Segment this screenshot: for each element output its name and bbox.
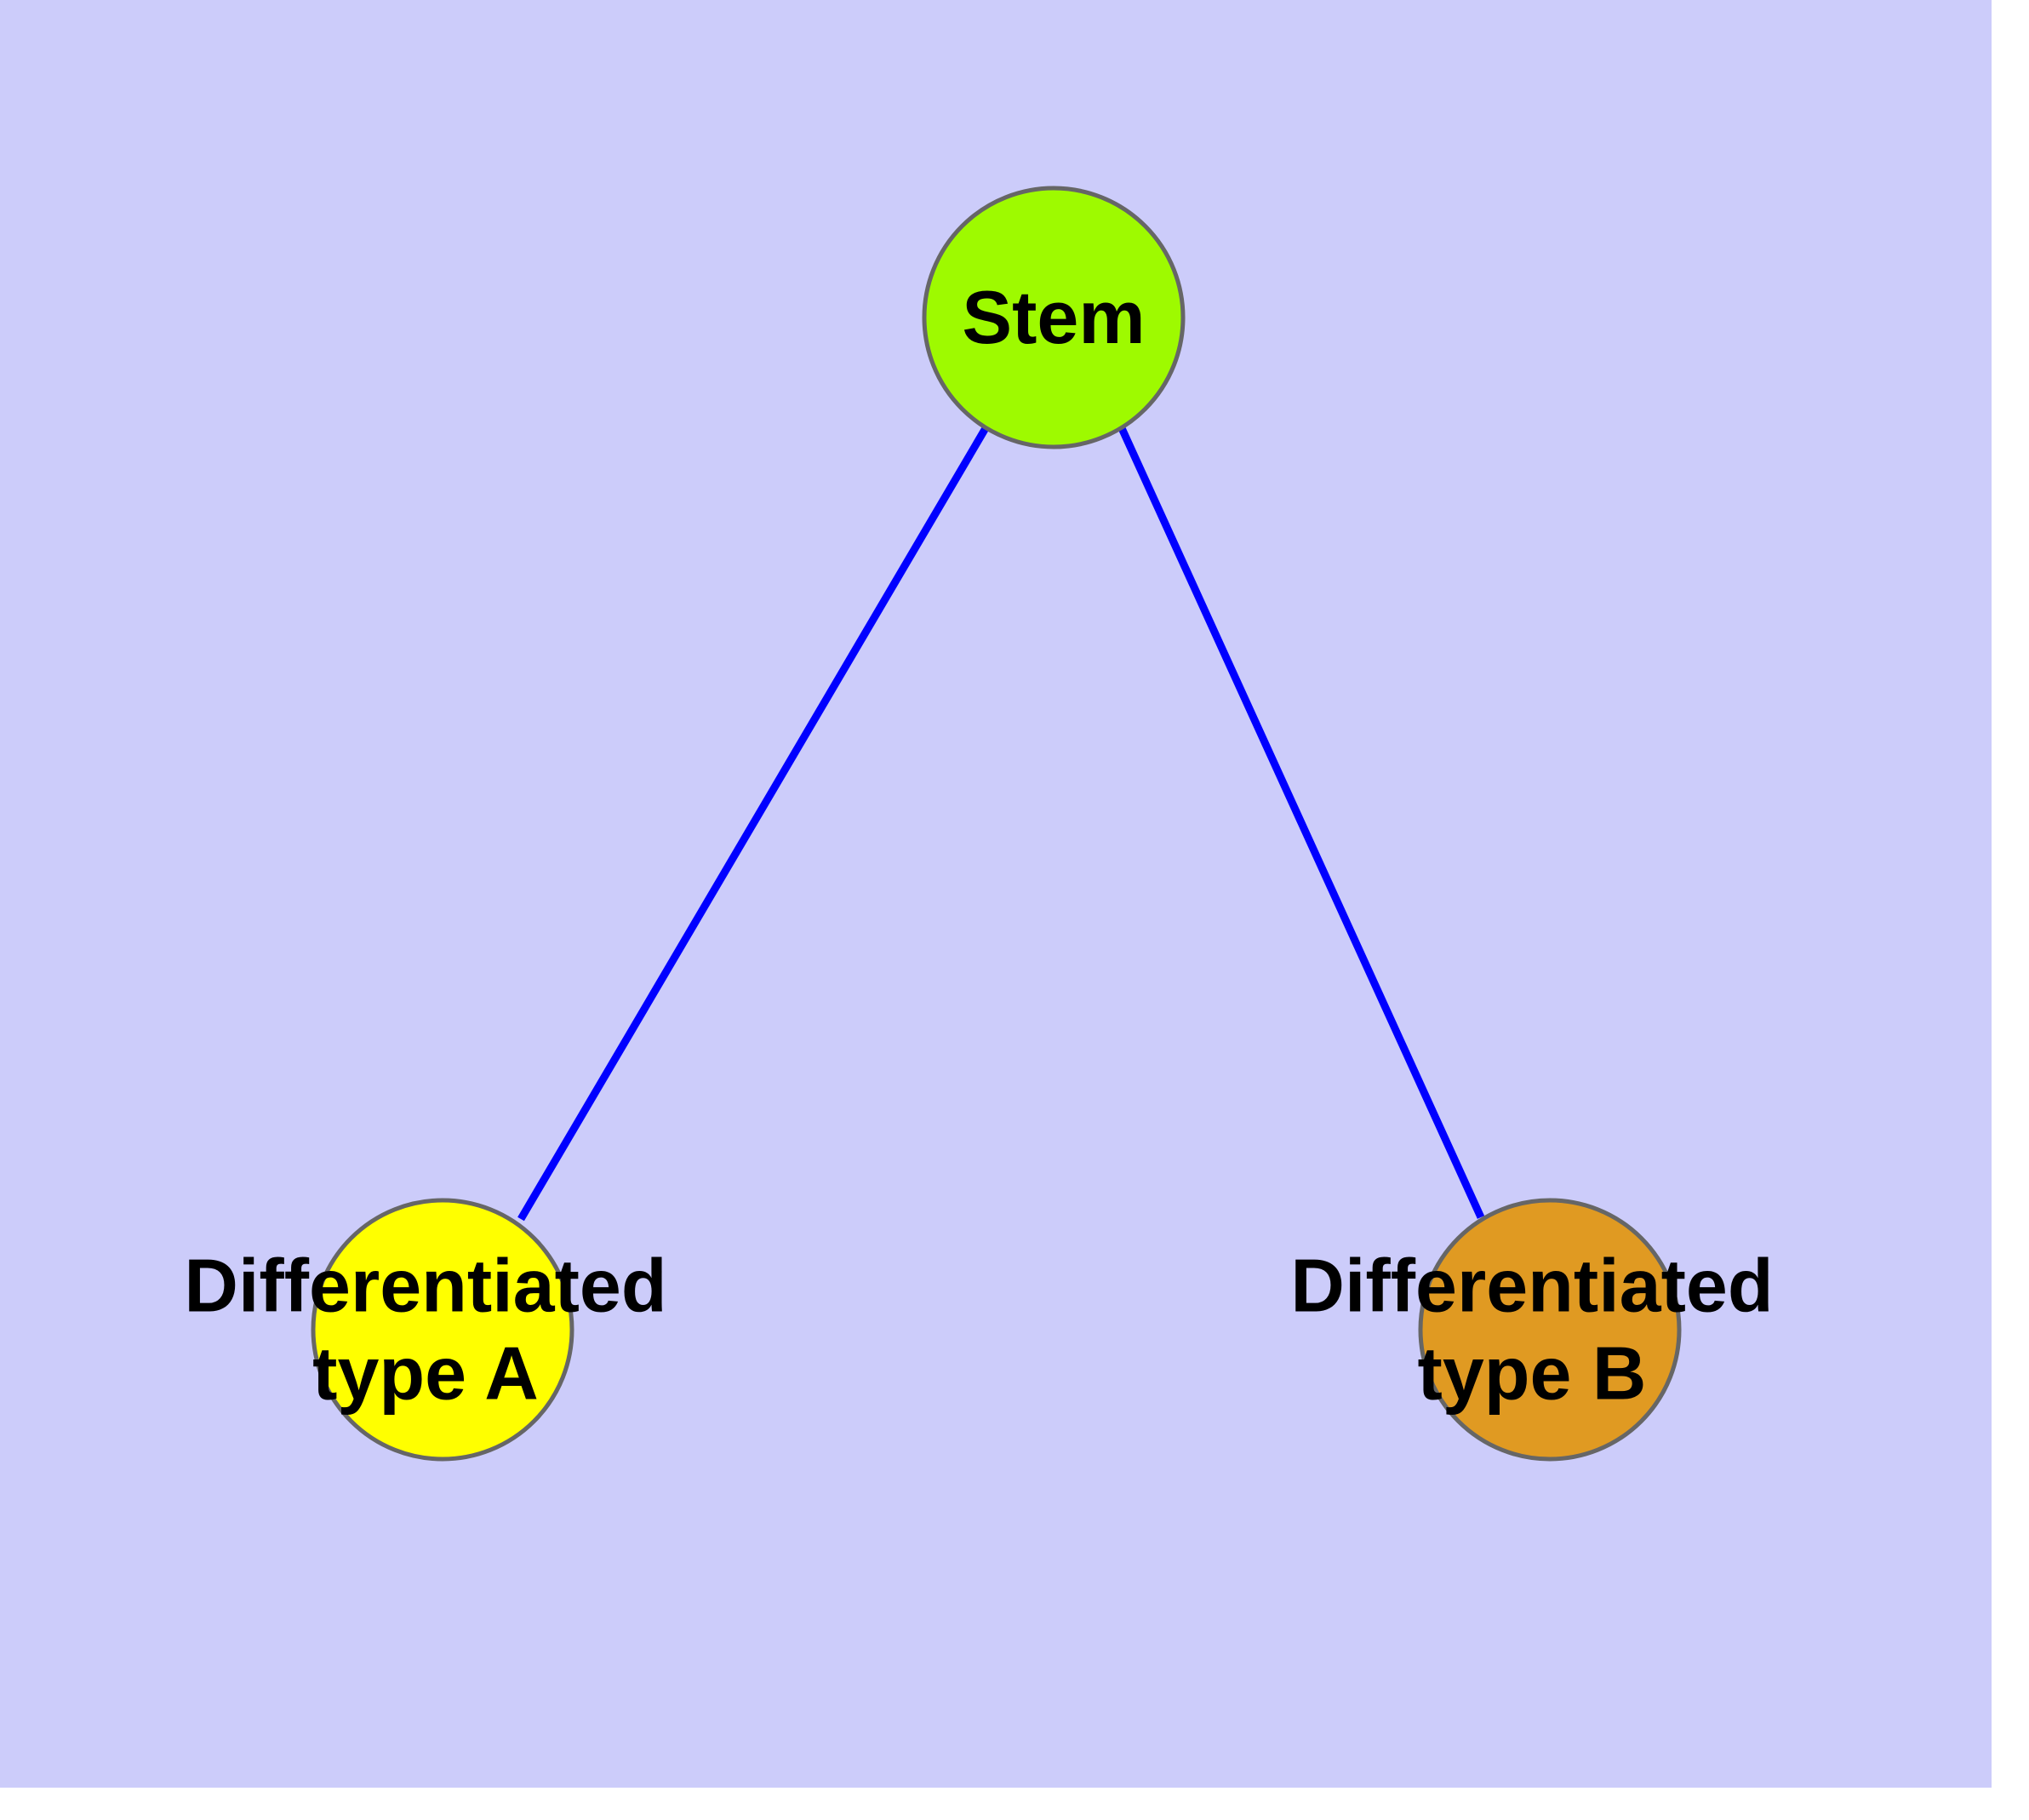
edge-stem-to-type-a[interactable] [517,426,989,1222]
node-label-line: type B [1418,1331,1647,1415]
node-circle-stem[interactable] [922,186,1186,449]
node-stem[interactable]: Stem [922,186,1186,449]
node-label-line: type A [312,1331,539,1415]
node-label-line: Stem [962,275,1145,359]
node-circle-differentiated-type-a[interactable] [311,1198,574,1462]
edge-stem-to-type-b[interactable] [1117,426,1485,1219]
edges-layer [517,426,1485,1222]
node-label-line: Differentiated [1290,1243,1773,1327]
node-circle-differentiated-type-b[interactable] [1418,1198,1682,1462]
node-label-line: Differentiated [184,1243,666,1327]
node-label-stem: Stem [962,275,1145,359]
